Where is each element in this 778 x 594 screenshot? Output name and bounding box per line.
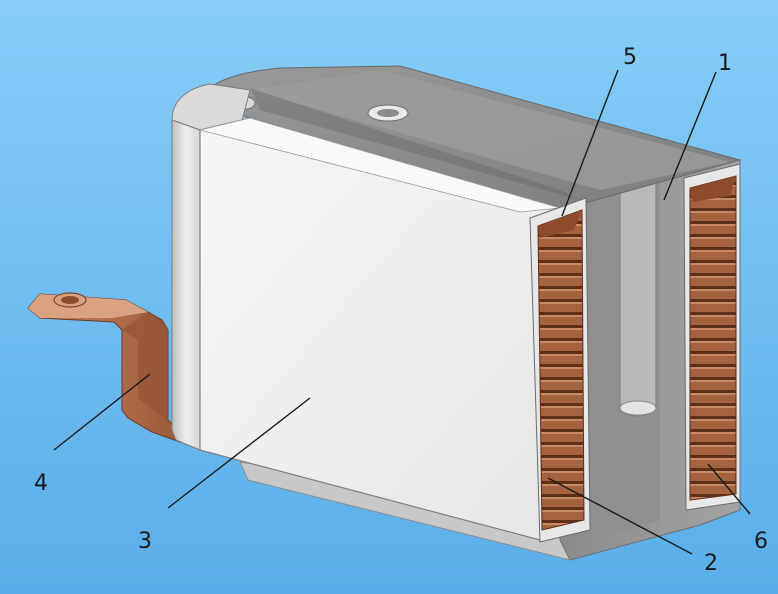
leader-5 <box>561 69 619 217</box>
label-3: 3 <box>138 529 152 554</box>
leader-3 <box>167 397 311 509</box>
label-1: 1 <box>718 51 732 76</box>
label-6: 6 <box>754 529 768 554</box>
leader-2 <box>547 477 693 555</box>
coil-window-right <box>683 163 741 511</box>
coil-window-left <box>529 197 591 543</box>
leader-1 <box>663 71 717 201</box>
label-2: 2 <box>704 551 718 576</box>
label-4: 4 <box>34 471 48 496</box>
leader-4 <box>53 373 151 451</box>
leader-6 <box>707 463 751 515</box>
bobbin-rounded-side <box>171 119 201 451</box>
copper-terminal-tab <box>27 292 181 443</box>
label-5: 5 <box>623 45 637 70</box>
